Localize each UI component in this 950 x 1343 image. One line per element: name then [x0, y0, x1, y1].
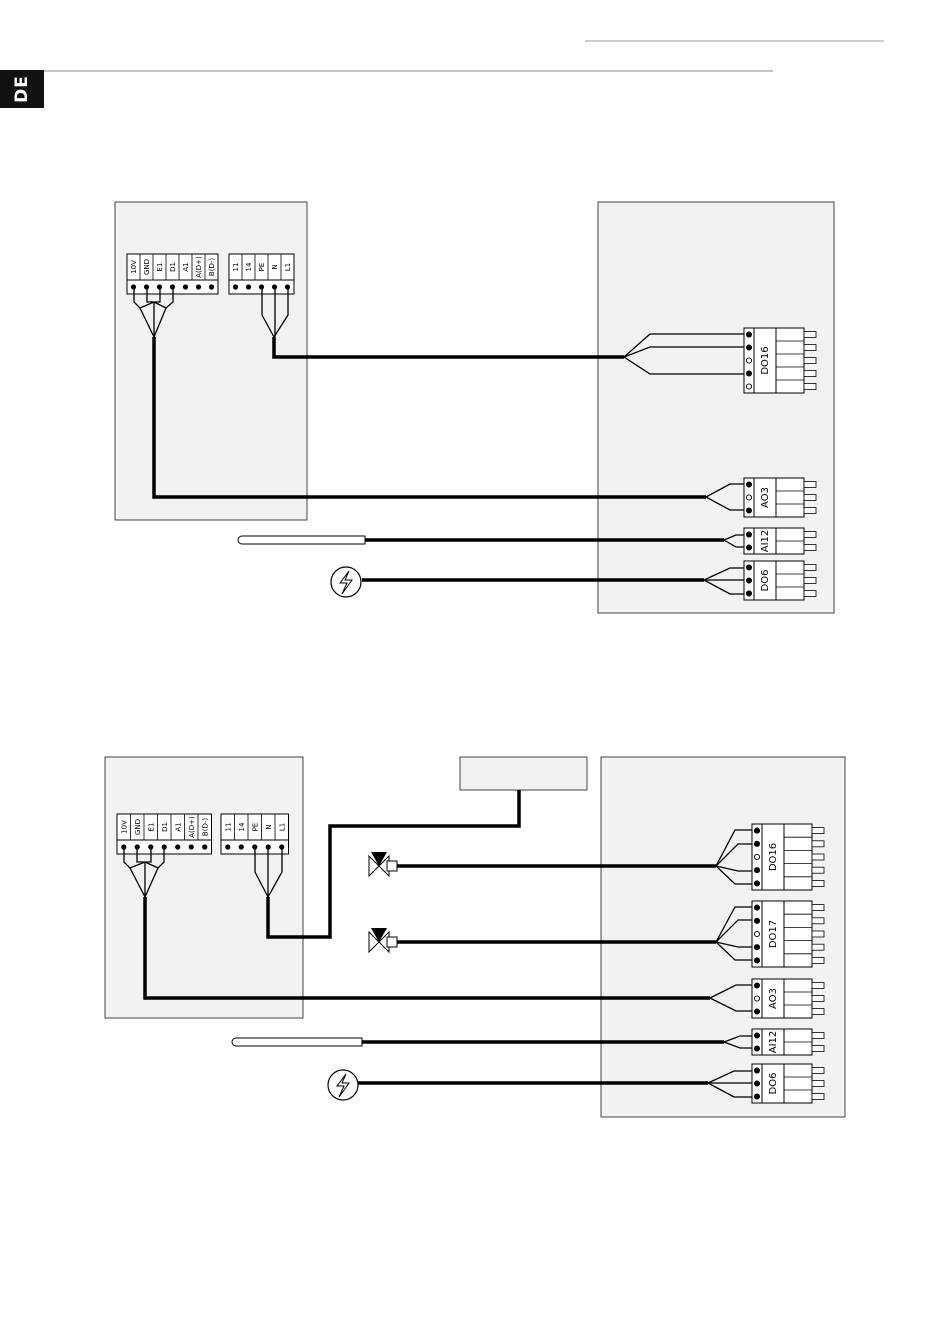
- terminal-screw: [225, 844, 230, 849]
- terminal-label: A(D+): [195, 256, 203, 278]
- terminal-label: A1: [182, 262, 190, 271]
- terminal-screw: [175, 844, 180, 849]
- terminal-label: 14: [245, 262, 253, 271]
- temperature-sensor-icon: [238, 536, 365, 544]
- module-pin: [754, 958, 759, 963]
- terminal-label: L1: [284, 263, 292, 271]
- high-voltage-icon: [328, 1070, 358, 1100]
- terminal-screw: [233, 284, 238, 289]
- module-pin: [746, 578, 751, 583]
- module-label: DO6: [768, 1073, 779, 1095]
- terminal-label: 14: [238, 822, 246, 831]
- module-pin: [754, 1068, 759, 1073]
- module-pin: [754, 1046, 759, 1051]
- module-label: DO6: [760, 570, 771, 592]
- module-pin: [754, 1009, 759, 1014]
- terminal-label: A(D+): [188, 816, 196, 838]
- module-pin: [746, 345, 751, 350]
- module-pin: [754, 881, 759, 886]
- high-voltage-icon: [331, 567, 361, 597]
- terminal-label: PE: [251, 823, 259, 832]
- module-pin: [754, 905, 759, 910]
- module-pin: [746, 358, 751, 363]
- module-pin: [754, 854, 759, 859]
- terminal-label: GND: [143, 259, 151, 275]
- module-pin: [746, 508, 751, 513]
- terminal-label: D1: [161, 822, 169, 832]
- module-ao3: AO3: [744, 478, 816, 517]
- terminal-screw: [239, 844, 244, 849]
- terminal-label: 10V: [120, 820, 128, 834]
- terminal-label: A1: [174, 822, 182, 831]
- terminal-screw: [189, 844, 194, 849]
- module-pin: [754, 1033, 759, 1038]
- module-pin: [754, 918, 759, 923]
- module-pin: [754, 1081, 759, 1086]
- terminal-label: B(D-): [208, 258, 216, 276]
- module-pin: [754, 931, 759, 936]
- diagram-2: 10V GND E1 D1 A1 A(D+) B(D-) 11 14 PE N L1: [105, 757, 845, 1117]
- module-pin: [754, 945, 759, 950]
- terminal-screw: [246, 284, 251, 289]
- module-label: DO16: [760, 346, 771, 374]
- module-label: AI12: [760, 530, 771, 553]
- terminal-label: 10V: [130, 260, 138, 274]
- module-label: AO3: [760, 487, 771, 508]
- module-label: AO3: [768, 988, 779, 1009]
- module-ao3-2: AO3: [752, 979, 824, 1018]
- module-do17: DO17: [752, 901, 824, 967]
- module-do6: DO6: [744, 561, 816, 600]
- terminal-label: E1: [147, 823, 155, 832]
- terminal-label: PE: [258, 263, 266, 272]
- module-pin: [754, 841, 759, 846]
- terminal-label: B(D-): [201, 818, 209, 836]
- terminal-screw: [183, 284, 188, 289]
- terminal-screw: [209, 284, 214, 289]
- terminal-label: 11: [232, 263, 240, 272]
- valve-icon: [369, 928, 397, 952]
- external-device-box: [460, 757, 587, 790]
- terminal-screw: [202, 844, 207, 849]
- module-pin: [746, 495, 751, 500]
- terminal-label: L1: [278, 823, 286, 831]
- module-pin: [746, 532, 751, 537]
- module-pin: [754, 996, 759, 1001]
- module-pin: [754, 828, 759, 833]
- module-pin: [746, 545, 751, 550]
- module-do6-2: DO6: [752, 1064, 824, 1103]
- module-pin: [746, 384, 751, 389]
- diagram-1: 10V GND E1 D1 A1 A(D+) B(D-) 11 14 PE N L1: [115, 202, 834, 613]
- terminal-label: N: [265, 824, 273, 829]
- terminal-label: D1: [169, 262, 177, 272]
- terminal-screw: [196, 284, 201, 289]
- module-pin: [746, 482, 751, 487]
- terminal-label: N: [271, 264, 279, 269]
- module-do16-2: DO16: [752, 824, 824, 890]
- temperature-sensor-icon: [232, 1038, 362, 1046]
- terminal-label: 11: [224, 823, 232, 832]
- module-pin: [754, 868, 759, 873]
- module-pin: [746, 591, 751, 596]
- terminal-label: GND: [134, 819, 142, 835]
- module-do16: DO16: [744, 328, 816, 393]
- module-label: AI12: [768, 1031, 779, 1054]
- module-pin: [746, 332, 751, 337]
- terminal-label: E1: [156, 263, 164, 272]
- module-label: DO16: [768, 843, 779, 871]
- cable-to-do16: [274, 337, 624, 357]
- module-pin: [754, 983, 759, 988]
- module-pin: [754, 1094, 759, 1099]
- module-label: DO17: [768, 920, 779, 948]
- control-unit-panel: [115, 202, 307, 520]
- module-pin: [746, 371, 751, 376]
- valve-icon: [369, 852, 397, 876]
- module-pin: [746, 565, 751, 570]
